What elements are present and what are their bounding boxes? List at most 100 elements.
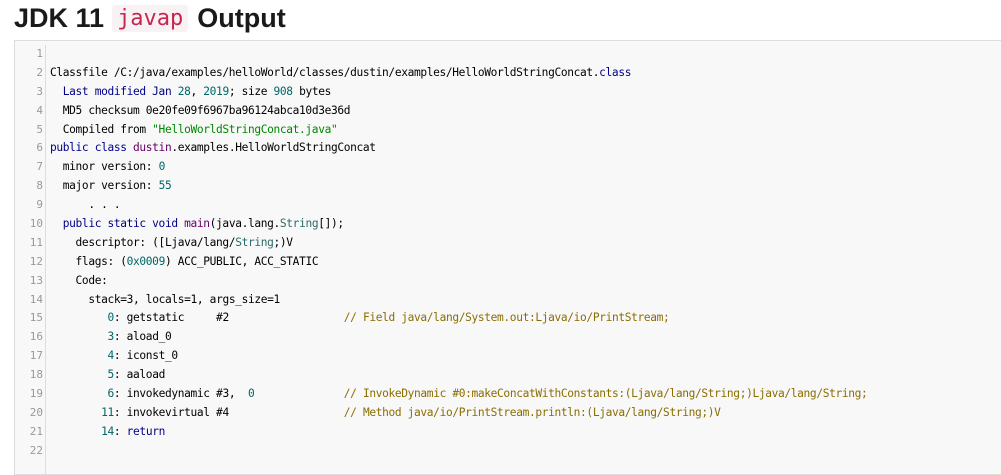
code-token [50, 368, 107, 381]
code-token [50, 311, 107, 324]
line-number: 13 [29, 273, 43, 287]
line-number: 15 [29, 311, 43, 325]
code-token: 908 [273, 84, 294, 98]
line-number: 22 [29, 443, 43, 457]
code-line: . . . [50, 196, 1001, 215]
code-token: : invokevirtual # [113, 405, 223, 419]
code-token: 3 [222, 387, 229, 401]
code-token: . . . [50, 198, 121, 212]
line-number: 19 [29, 387, 43, 401]
title-suffix: Output [197, 2, 286, 33]
code-token: 55 [158, 179, 172, 193]
code-line: 14: return [50, 423, 1001, 442]
code-line: 4: iconst_0 [50, 347, 1001, 366]
code-line: 3: aload_0 [50, 328, 1001, 347]
code-line: MD5 checksum 0e20fe09f6967ba96124abca10d… [50, 102, 1001, 121]
code-token [50, 406, 101, 419]
line-number: 9 [36, 198, 43, 212]
code-token: : [113, 424, 127, 438]
line-number: 5 [36, 122, 43, 136]
line-number: 17 [29, 349, 43, 363]
code-token: 2 [222, 311, 229, 325]
code-line: major version: 55 [50, 177, 1001, 196]
code-token: flags: ( [50, 254, 127, 268]
page-title: JDK 11 javap Output [14, 0, 286, 36]
code-token: String [279, 217, 319, 231]
code-token: main [184, 217, 210, 231]
code-token: 6 [107, 387, 114, 401]
code-token: : aaload [113, 368, 165, 382]
code-line: Last modified Jan 28, 2019; size 908 byt… [50, 83, 1001, 102]
title-code-chip: javap [112, 4, 189, 32]
code-token [229, 406, 344, 419]
code-token: : iconst_0 [113, 349, 178, 363]
code-token [254, 387, 343, 400]
code-token: class [599, 65, 632, 79]
code-token: Classfile /C:/java/examples/helloWorld/c… [50, 65, 600, 79]
code-line: Classfile /C:/java/examples/helloWorld/c… [50, 64, 1001, 83]
code-token: descriptor: ([Ljava/lang/ [50, 235, 236, 249]
code-line: stack=3, locals=1, args_size=1 [50, 291, 1001, 310]
code-line: descriptor: ([Ljava/lang/String;)V [50, 234, 1001, 253]
code-line [50, 442, 1001, 461]
code-token: public class [50, 141, 134, 155]
code-token: ; size [228, 84, 274, 98]
title-prefix: JDK 11 [14, 2, 105, 33]
code-token: 0 [248, 387, 255, 401]
line-number: 14 [29, 292, 43, 306]
line-number: 2 [36, 65, 43, 79]
code-token: Code: [50, 273, 108, 287]
code-token: , locals= [133, 292, 191, 306]
code-token: bytes [292, 84, 332, 98]
code-token: : invokedynamic # [113, 387, 223, 401]
line-number: 20 [29, 405, 43, 419]
code-token: 5 [107, 368, 114, 382]
code-token: "HelloWorldStringConcat.java" [152, 122, 338, 136]
code-token: 4 [107, 349, 114, 363]
code-token: 0x0009 [126, 254, 166, 268]
code-token: 14 [101, 424, 114, 438]
code-token: , [190, 84, 204, 98]
code-token: 0 [158, 160, 166, 174]
code-token: Compiled from [50, 122, 153, 136]
code-token: : aload_0 [113, 330, 172, 344]
code-token: Last modified Jan [50, 84, 178, 98]
code-token: , [228, 387, 248, 401]
line-number: 21 [29, 424, 43, 438]
code-token: 1 [273, 292, 281, 306]
code-line: 6: invokedynamic #3, 0 // InvokeDynamic … [50, 385, 1001, 404]
code-token: String [235, 235, 274, 249]
code-token: 0 [107, 311, 114, 325]
line-number: 10 [29, 217, 43, 231]
code-line: Compiled from "HelloWorldStringConcat.ja… [50, 121, 1001, 140]
line-number: 16 [29, 330, 43, 344]
code-token: (java.lang. [209, 217, 281, 231]
code-token: stack= [50, 292, 127, 306]
code-line: public static void main(java.lang.String… [50, 215, 1001, 234]
code-token: 4 [222, 405, 229, 419]
code-token: // Field java/lang/System.out:Ljava/io/P… [343, 311, 670, 325]
code-token: // InvokeDynamic #0:makeConcatWithConsta… [343, 387, 868, 401]
code-token: 2019 [203, 84, 229, 98]
line-number: 3 [36, 84, 43, 98]
code-token: 11 [101, 405, 114, 419]
code-token: ) ACC_PUBLIC, ACC_STATIC [164, 254, 319, 268]
code-line: 5: aaload [50, 366, 1001, 385]
line-number: 1 [36, 47, 43, 60]
line-number: 12 [29, 254, 43, 268]
code-token: 3 [107, 330, 114, 344]
code-token: 28 [177, 84, 191, 98]
code-token: 0e20fe09f6967ba96124abca10d3e36d [145, 103, 351, 117]
code-token: , args_size= [196, 292, 274, 306]
code-token [50, 349, 107, 362]
line-number: 6 [36, 141, 43, 155]
code-token: 1 [190, 292, 198, 306]
code-token: .examples.HelloWorldStringConcat [171, 141, 376, 155]
code-line: Code: [50, 272, 1001, 291]
code-line: 11: invokevirtual #4 // Method java/io/P… [50, 404, 1001, 423]
code-line: minor version: 0 [50, 158, 1001, 177]
code-line: flags: (0x0009) ACC_PUBLIC, ACC_STATIC [50, 253, 1001, 272]
code-token: dustin [133, 141, 172, 155]
